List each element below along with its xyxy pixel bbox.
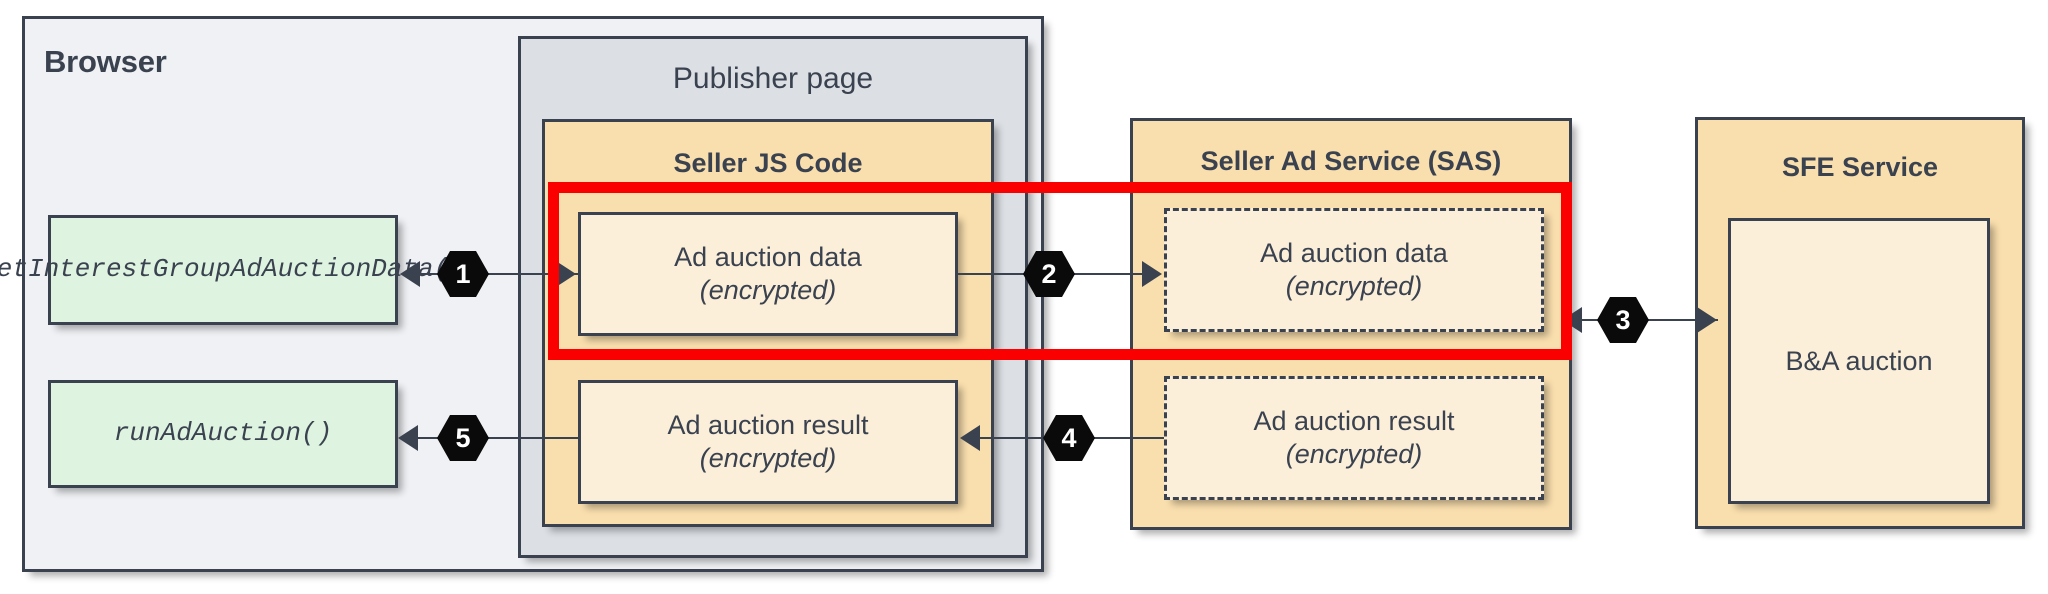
connector-line-1: [418, 273, 578, 275]
step-badge-4: 4: [1043, 415, 1095, 461]
connector-line-5: [416, 437, 578, 439]
arrowhead-5-left: [398, 425, 418, 451]
data-box-secondary-label: (encrypted): [1285, 439, 1423, 469]
sas-ad-auction-result-box: Ad auction result (encrypted): [1164, 376, 1544, 500]
seller-ad-service-title: Seller Ad Service (SAS): [1200, 146, 1502, 176]
arrowhead-3-left: [1562, 307, 1582, 333]
data-box-primary-label: B&A auction: [1785, 345, 1933, 376]
data-box-primary-label: Ad auction data: [1260, 238, 1448, 269]
seller-js-code-title: Seller JS Code: [673, 148, 863, 178]
sfe-ba-auction-box: B&A auction: [1728, 218, 1990, 504]
data-box-secondary-label: (encrypted): [699, 275, 837, 305]
step-badge-3: 3: [1597, 297, 1649, 343]
data-box-secondary-label: (encrypted): [699, 443, 837, 473]
arrowhead-4-left: [960, 425, 980, 451]
data-box-primary-label: Ad auction result: [667, 410, 869, 441]
seller-js-ad-auction-data-box: Ad auction data (encrypted): [578, 212, 958, 336]
get-interest-group-ad-auction-data-box: getInterestGroup AdAuctionData(): [0, 215, 465, 325]
arrowhead-1-right: [556, 261, 576, 287]
data-box-secondary-label: (encrypted): [1285, 271, 1423, 301]
publisher-page-title: Publisher page: [672, 62, 874, 95]
browser-title: Browser: [44, 44, 167, 79]
arrowhead-1-left: [400, 261, 420, 287]
data-box-primary-label: Ad auction data: [674, 242, 862, 273]
api-label-line1: runAdAuction(): [113, 418, 333, 449]
sfe-service-title: SFE Service: [1781, 152, 1939, 182]
api-label-line2: AdAuctionData(): [230, 254, 465, 285]
seller-js-ad-auction-result-box: Ad auction result (encrypted): [578, 380, 958, 504]
api-label-line1: getInterestGroup: [0, 254, 231, 285]
sas-ad-auction-data-box: Ad auction data (encrypted): [1164, 208, 1544, 332]
run-ad-auction-box: runAdAuction(): [48, 380, 398, 488]
arrowhead-3-right: [1697, 307, 1717, 333]
data-box-primary-label: Ad auction result: [1253, 406, 1455, 437]
arrowhead-2-right: [1142, 261, 1162, 287]
